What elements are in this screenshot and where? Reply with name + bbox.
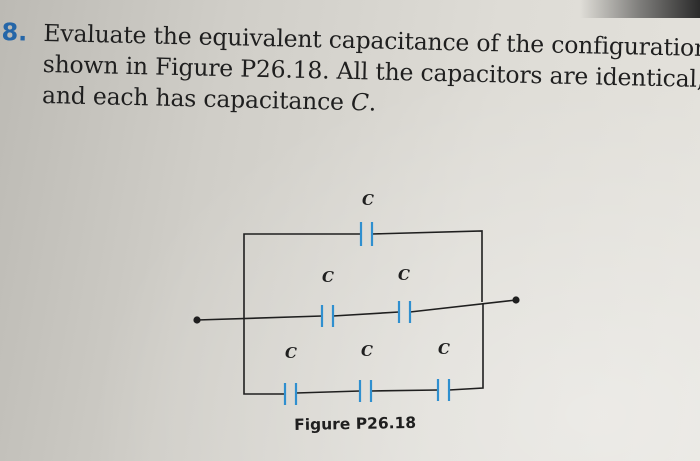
capacitor-bottom-center [358, 380, 373, 402]
right-lower-wire [448, 303, 484, 391]
page-edge-shadow [580, 0, 700, 18]
outer-loop-wire-right [371, 230, 483, 302]
capacitor-bottom-left [283, 383, 298, 405]
capacitor-bottom-right [436, 379, 451, 401]
capacitor-label-top: C [362, 191, 374, 209]
right-terminal [512, 296, 520, 304]
capacitor-label-bottom-center: C [361, 342, 373, 360]
middle-wire-left [196, 315, 323, 321]
outer-loop-wire-left [243, 233, 361, 395]
capacitor-label-bottom-right: C [438, 340, 450, 358]
middle-wire-right [409, 299, 517, 313]
circuit-wires [196, 230, 517, 395]
figure-caption: Figure P26.18 [294, 413, 417, 434]
capacitor-plates [283, 222, 451, 405]
middle-wire-center [332, 311, 400, 317]
capacitor-top [359, 222, 374, 246]
bottom-wire-1 [295, 390, 361, 394]
capacitor-middle-right [397, 301, 412, 323]
capacitor-label-bottom-left: C [285, 344, 297, 362]
capacitor-label-middle-left: C [322, 268, 334, 286]
capacitor-middle-left [320, 305, 335, 327]
left-terminal [193, 316, 201, 324]
bottom-wire-2 [370, 389, 439, 392]
capacitor-label-middle-right: C [398, 266, 410, 284]
